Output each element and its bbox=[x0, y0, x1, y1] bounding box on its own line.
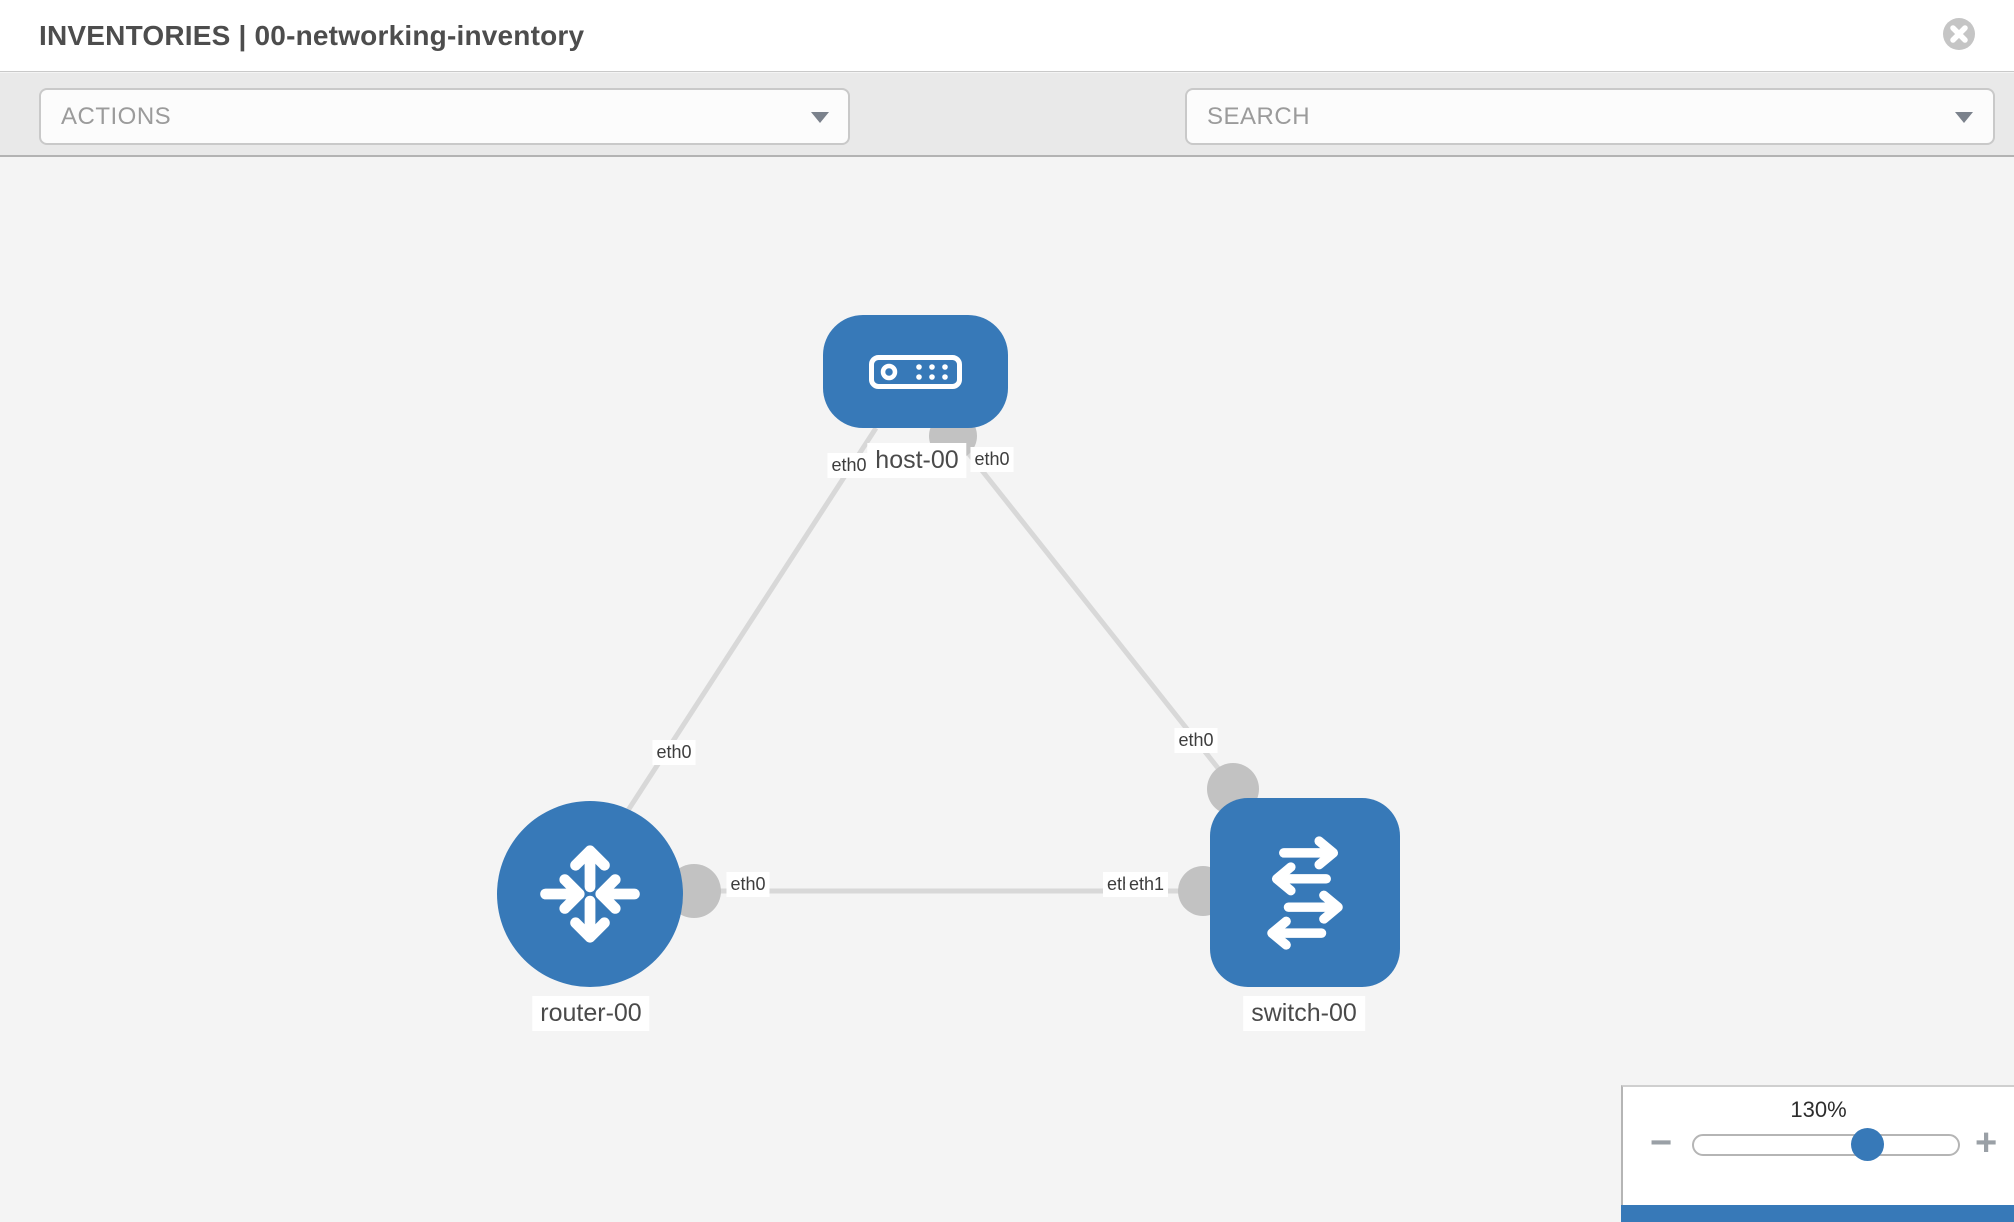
topology-links-layer bbox=[611, 412, 1259, 918]
actions-dropdown-label: ACTIONS bbox=[61, 103, 172, 130]
server-icon bbox=[869, 354, 962, 389]
chevron-down-icon bbox=[1955, 112, 1973, 123]
zoom-level-value: 130% bbox=[1790, 1097, 1847, 1122]
close-button[interactable] bbox=[1942, 17, 1976, 51]
bottom-accent-bar bbox=[1621, 1205, 2014, 1222]
breadcrumb-section: INVENTORIES bbox=[39, 20, 231, 51]
interface-label: eth0 bbox=[652, 740, 696, 765]
node-label-router-00: router-00 bbox=[532, 996, 650, 1031]
node-router-00[interactable] bbox=[497, 801, 683, 987]
zoom-slider-thumb[interactable] bbox=[1851, 1128, 1884, 1161]
interface-label: eth1 bbox=[1125, 872, 1169, 897]
router-arrows-icon bbox=[540, 845, 640, 943]
zoom-widget: 130% − + bbox=[1621, 1085, 2014, 1205]
link-host-00-router-00[interactable] bbox=[611, 426, 879, 834]
topology-canvas[interactable]: host-00 router-00 switch-00 eth0 eth0 et… bbox=[0, 159, 2014, 1222]
inventory-name: 00-networking-inventory bbox=[254, 20, 585, 51]
zoom-slider[interactable] bbox=[1692, 1128, 1960, 1161]
search-dropdown-label: SEARCH bbox=[1207, 103, 1311, 130]
chevron-down-icon bbox=[811, 112, 829, 123]
switch-arrows-icon bbox=[1267, 835, 1343, 950]
page-title: INVENTORIES | 00-networking-inventory bbox=[39, 0, 584, 72]
node-label-host-00: host-00 bbox=[867, 443, 967, 478]
toolbar: ACTIONS SEARCH bbox=[0, 73, 2014, 205]
node-host-00[interactable] bbox=[823, 315, 1008, 428]
breadcrumb-separator: | bbox=[238, 20, 247, 51]
interface-label: eth0 bbox=[827, 453, 871, 478]
zoom-in-button[interactable]: + bbox=[1975, 1122, 1998, 1164]
interface-label: eth0 bbox=[970, 447, 1014, 472]
header-bar: INVENTORIES | 00-networking-inventory bbox=[0, 0, 2014, 72]
search-dropdown[interactable]: SEARCH bbox=[1185, 88, 1995, 145]
zoom-out-button[interactable]: − bbox=[1650, 1122, 1673, 1164]
interface-label: eth0 bbox=[726, 872, 770, 897]
actions-dropdown[interactable]: ACTIONS bbox=[39, 88, 850, 145]
interface-label: eth0 bbox=[1174, 728, 1218, 753]
node-switch-00[interactable] bbox=[1210, 798, 1400, 987]
close-icon bbox=[1943, 18, 1975, 50]
node-label-switch-00: switch-00 bbox=[1243, 996, 1365, 1031]
